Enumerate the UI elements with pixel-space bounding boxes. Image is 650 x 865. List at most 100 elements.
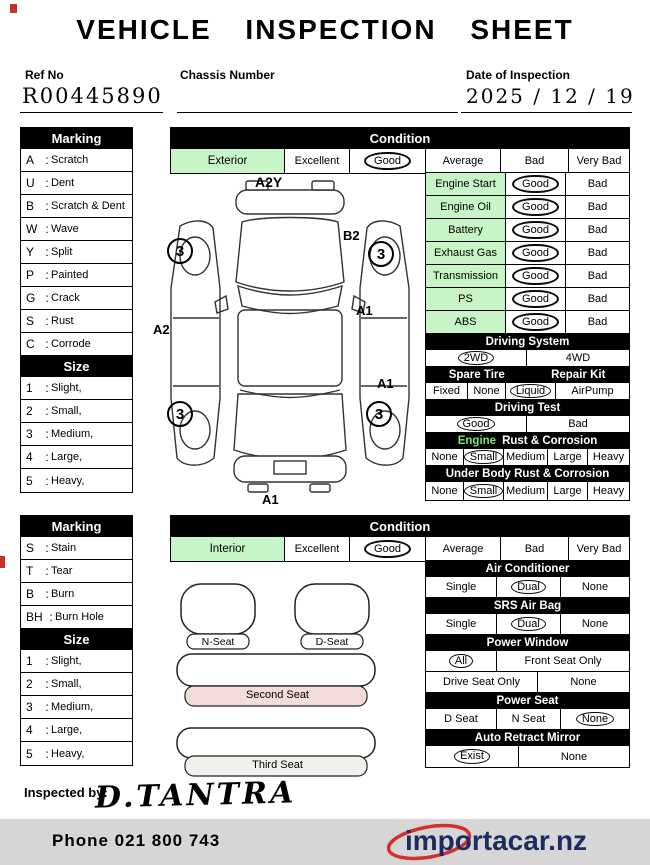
option-bad: Bad xyxy=(501,537,569,561)
marking-code: S xyxy=(26,314,35,328)
option-very-bad: Very Bad xyxy=(576,543,622,555)
marking-label: Burn xyxy=(51,588,75,600)
ref-no-value: R00445890 xyxy=(22,84,163,108)
system-row: PS Good Bad xyxy=(426,288,629,311)
damage-mark-circled: 3 xyxy=(167,401,193,427)
marking-code: G xyxy=(26,291,36,305)
size-label: Large, xyxy=(51,724,83,736)
seat-outlines xyxy=(176,583,376,777)
size-code: 1 xyxy=(26,381,33,395)
option-average: Average xyxy=(426,537,501,561)
option-front-seat-only: Front Seat Only xyxy=(524,655,602,667)
size-code: 3 xyxy=(26,700,33,714)
option-good: Good xyxy=(506,288,566,310)
air-conditioner-row: Single Dual None xyxy=(426,577,629,598)
selected-mark: Good xyxy=(512,220,559,240)
size-row: 4 : Large, xyxy=(21,719,132,742)
option-fixed: Fixed xyxy=(426,383,468,399)
marking-label: Tear xyxy=(51,565,73,577)
colon-separator: : xyxy=(45,700,49,714)
size-code: 2 xyxy=(26,404,33,418)
option-bad: Bad xyxy=(501,149,569,173)
selected-mark: Good xyxy=(456,416,496,432)
exterior-label-cell: Exterior xyxy=(171,149,285,173)
option-bad: Bad xyxy=(587,224,608,236)
date-underline xyxy=(461,112,632,113)
interior-size-header: Size xyxy=(21,629,132,650)
power-seat-row: D Seat N Seat None xyxy=(426,709,629,730)
selected-mark: Good xyxy=(364,539,411,559)
option-dual: Dual xyxy=(497,614,561,634)
interior-condition-table: Condition Interior Excellent Good Averag… xyxy=(170,515,630,562)
damage-mark: A1 xyxy=(262,492,279,507)
selected-mark: Good xyxy=(512,174,559,194)
marking-code: C xyxy=(26,337,35,351)
option-average: Average xyxy=(426,149,501,173)
marking-row: W : Wave xyxy=(21,218,132,241)
option-none: None xyxy=(468,383,506,399)
size-code: 4 xyxy=(26,450,33,464)
inspected-by-label: Inspected by: xyxy=(24,785,108,800)
engine-rust-header: Engine Rust & Corrosion xyxy=(426,433,629,449)
driving-system-row: 2WD 4WD xyxy=(426,350,629,367)
colon-separator: : xyxy=(45,176,49,190)
repair-kit-header: Repair Kit xyxy=(551,369,606,381)
selected-mark: Small xyxy=(463,449,504,465)
colon-separator: : xyxy=(45,450,49,464)
interior-equipment-table: Air Conditioner Single Dual None SRS Air… xyxy=(425,560,630,768)
size-code: 3 xyxy=(26,427,33,441)
srs-air-bag-row: Single Dual None xyxy=(426,614,629,635)
option-medium: Medium xyxy=(504,482,548,500)
size-row: 3 : Medium, xyxy=(21,423,132,446)
size-row: 3 : Medium, xyxy=(21,696,132,719)
size-label: Slight, xyxy=(51,655,82,667)
third-seat-label: Third Seat xyxy=(252,759,303,771)
colon-separator: : xyxy=(45,199,49,213)
option-drive-seat-only: Drive Seat Only xyxy=(426,672,538,692)
marking-label: Crack xyxy=(51,292,80,304)
power-window-header: Power Window xyxy=(426,635,629,651)
page-title: VEHICLE INSPECTION SHEET xyxy=(76,14,574,45)
selected-mark: Good xyxy=(512,266,559,286)
option-none: None xyxy=(560,750,588,763)
option-heavy: Heavy xyxy=(592,485,625,497)
selected-mark: Small xyxy=(463,483,504,499)
auto-retract-mirror-row: Exist None xyxy=(426,746,629,767)
underbody-rust-row: None Small Medium Large Heavy xyxy=(426,482,629,500)
marking-row: S : Rust xyxy=(21,310,132,333)
colon-separator: : xyxy=(45,291,49,305)
seat-diagram: N-Seat D-Seat Second Seat Third Seat xyxy=(175,580,380,785)
system-row: Engine Oil Good Bad xyxy=(426,196,629,219)
size-label: Heavy, xyxy=(51,747,85,760)
damage-mark: A1 xyxy=(356,303,373,318)
size-row: 5 : Heavy, xyxy=(21,742,132,765)
system-row: Engine Start Good Bad xyxy=(426,173,629,196)
colon-separator: : xyxy=(45,746,49,761)
size-row: 2 : Small, xyxy=(21,673,132,696)
option-single: Single xyxy=(426,614,497,634)
marking-label: Corrode xyxy=(51,338,91,350)
marking-code: T xyxy=(26,564,34,578)
option-exist: Exist xyxy=(426,746,519,767)
selected-mark: Good xyxy=(512,197,559,217)
selected-mark: Good xyxy=(364,151,411,171)
marking-code: P xyxy=(26,268,35,282)
marking-label: Dent xyxy=(51,177,75,189)
logo-text: importacar.nz xyxy=(405,825,588,856)
option-liquid: Liquid xyxy=(506,383,556,399)
colon-separator: : xyxy=(49,610,53,624)
colon-separator: : xyxy=(45,245,49,259)
option-single: Single xyxy=(426,577,497,597)
size-row: 1 : Slight, xyxy=(21,377,132,400)
colon-separator: : xyxy=(45,677,49,691)
marking-label: Scratch xyxy=(51,154,89,166)
option-good: Good xyxy=(506,311,566,333)
power-window-row-2: Drive Seat Only None xyxy=(426,672,629,693)
size-row: 2 : Small, xyxy=(21,400,132,423)
size-label: Large, xyxy=(51,451,83,463)
marking-label: Wave xyxy=(51,223,79,235)
colon-separator: : xyxy=(45,564,49,578)
system-label: Engine Start xyxy=(426,173,506,195)
option-bad: Bad xyxy=(587,316,608,328)
importacar-logo: importacar.nz xyxy=(385,820,640,864)
